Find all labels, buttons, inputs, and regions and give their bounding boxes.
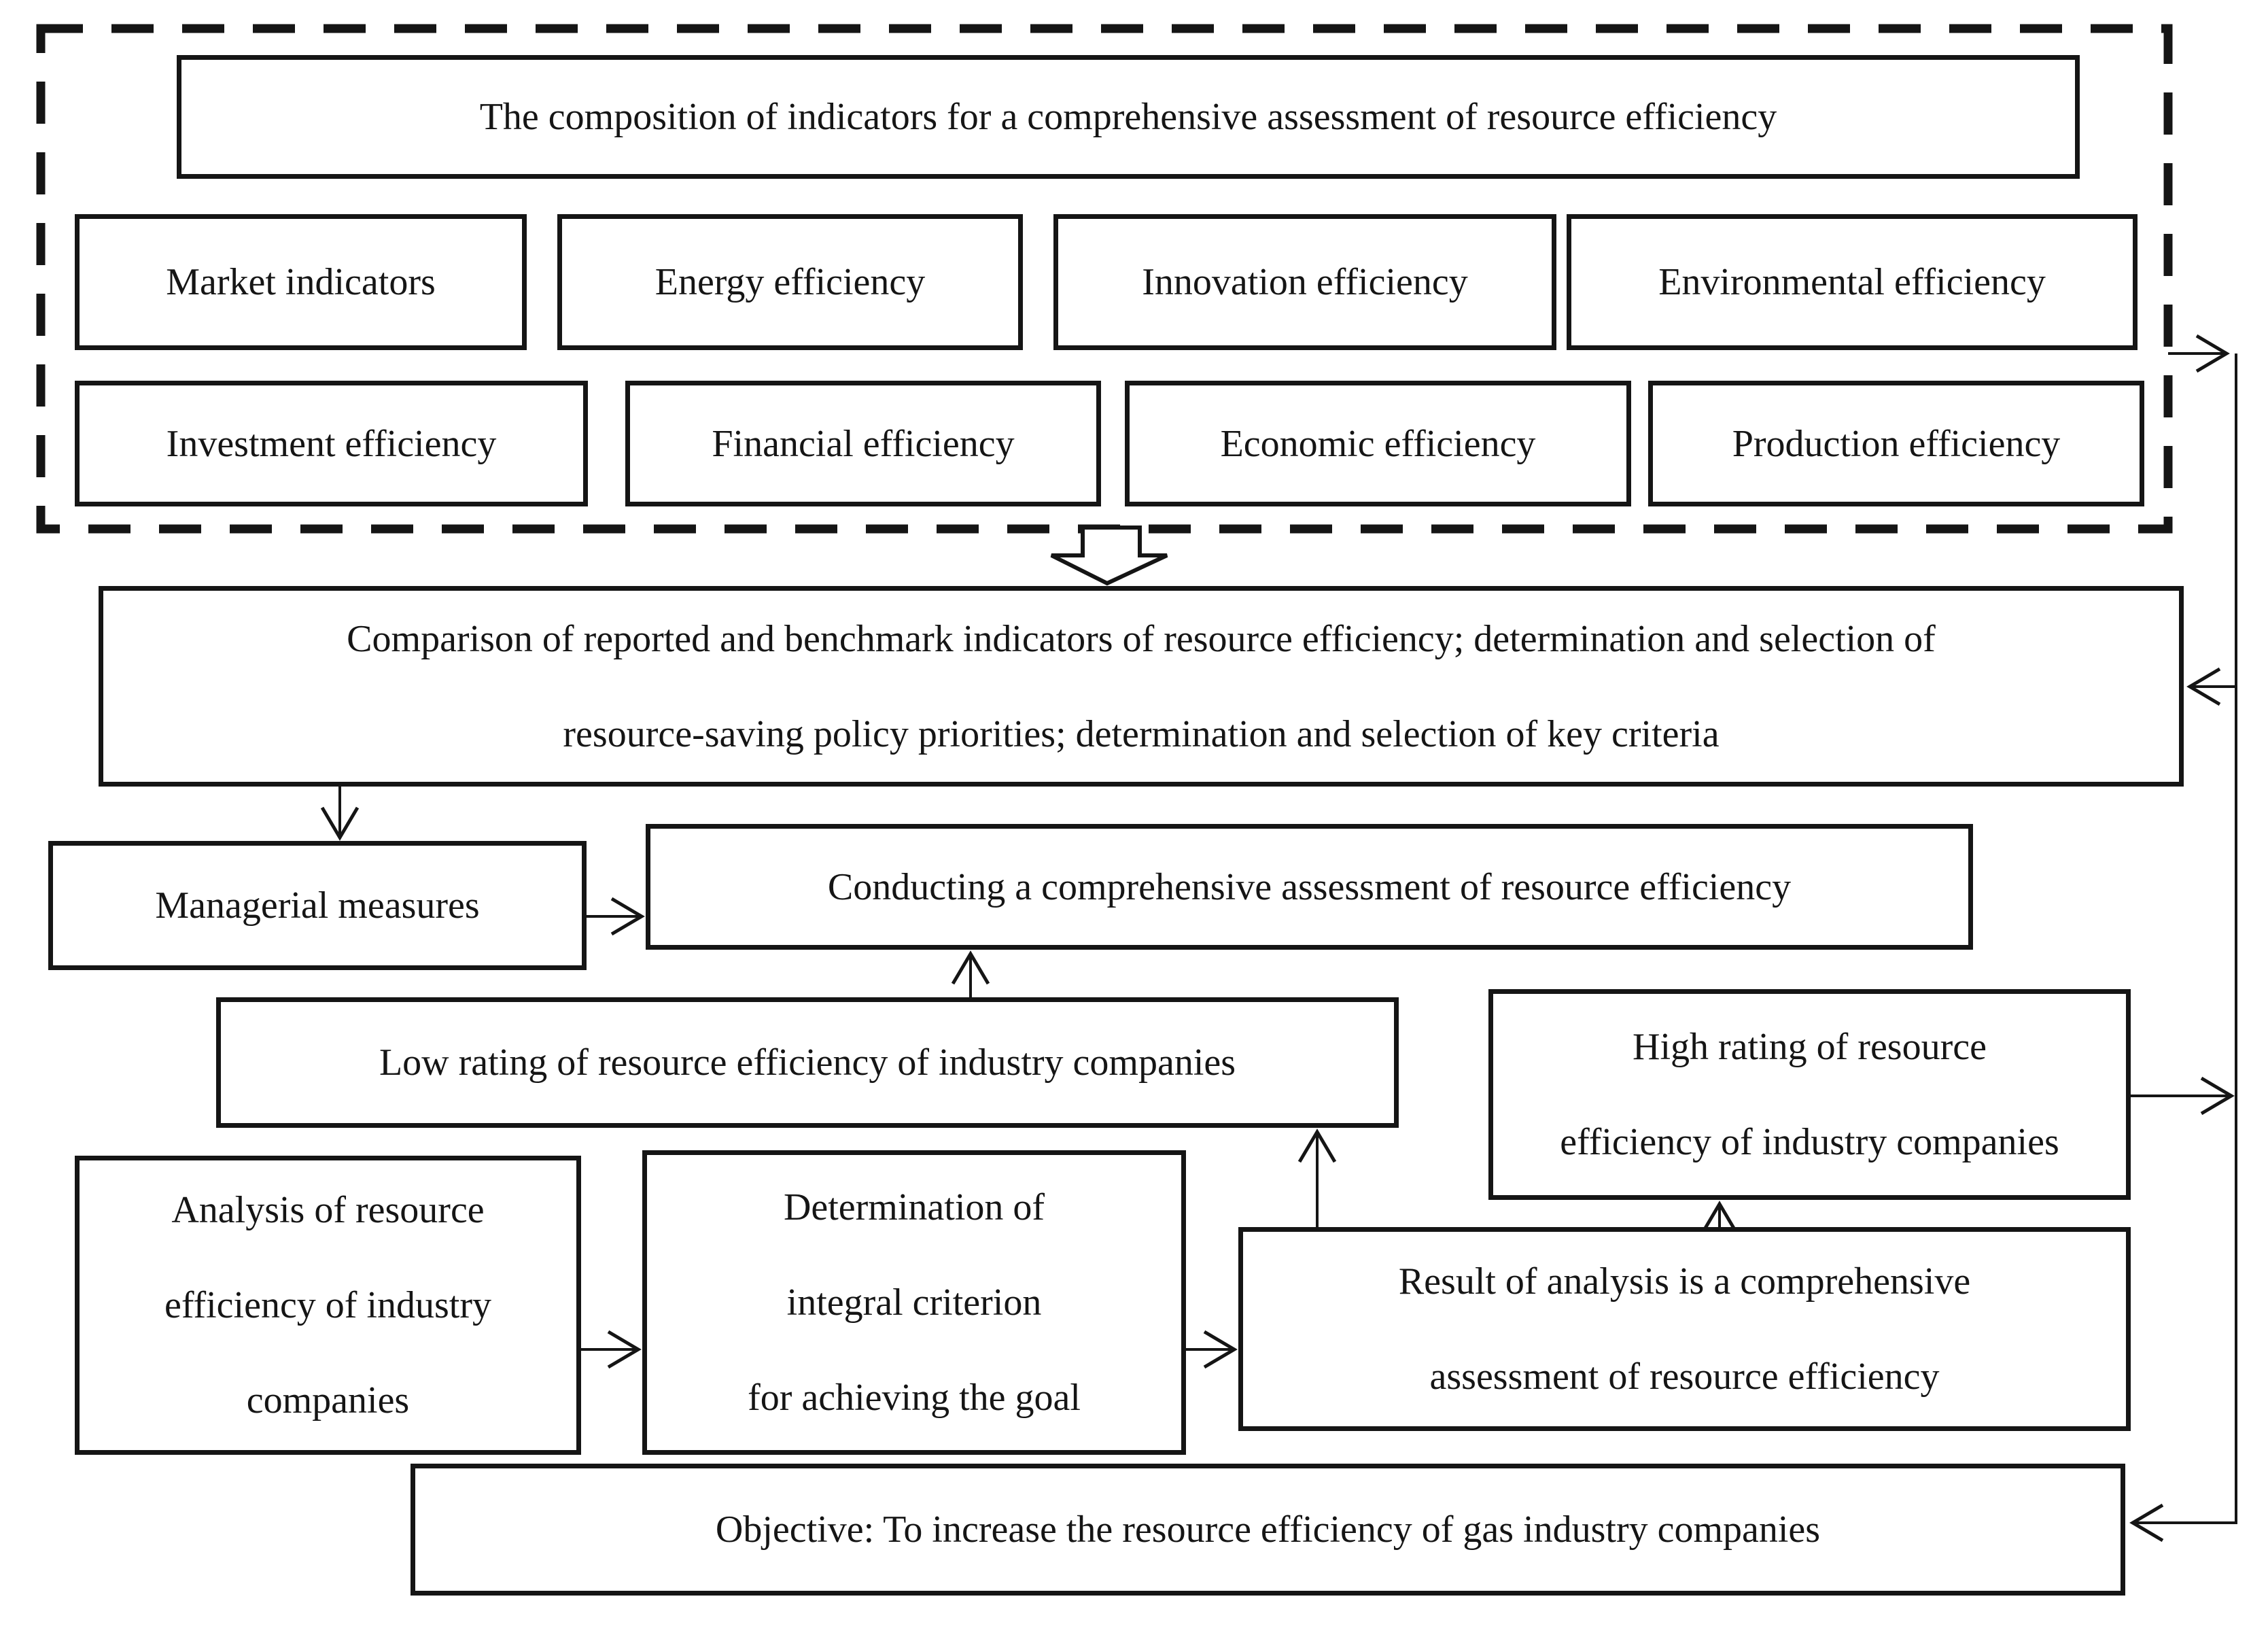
high-rating-text-line-2: efficiency of industry companies	[1560, 1121, 2059, 1163]
box-investment-efficiency: Investment efficiency	[75, 381, 588, 506]
box-managerial-measures: Managerial measures	[48, 841, 587, 970]
innovation-efficiency-text: Innovation efficiency	[1142, 261, 1468, 303]
investment-efficiency-text: Investment efficiency	[166, 422, 497, 465]
managerial-measures-text: Managerial measures	[155, 884, 480, 927]
composition-title-text: The composition of indicators for a comp…	[479, 96, 1777, 138]
market-indicators-text: Market indicators	[166, 261, 436, 303]
box-analysis: Analysis of resource efficiency of indus…	[75, 1156, 581, 1455]
comparison-text-line-2: resource-saving policy priorities; deter…	[563, 712, 1720, 755]
box-market-indicators: Market indicators	[75, 214, 527, 350]
determination-text-line-3: for achieving the goal	[748, 1377, 1081, 1419]
box-production-efficiency: Production efficiency	[1648, 381, 2144, 506]
box-environmental-efficiency: Environmental efficiency	[1567, 214, 2138, 350]
analysis-text-line-1: Analysis of resource	[171, 1189, 485, 1231]
connector-rail-to-objective	[2129, 354, 2237, 1543]
production-efficiency-text: Production efficiency	[1732, 422, 2061, 465]
box-result: Result of analysis is a comprehensive as…	[1238, 1227, 2131, 1431]
block-arrow-down-icon	[1050, 525, 1168, 586]
environmental-efficiency-text: Environmental efficiency	[1658, 261, 2046, 303]
objective-text: Objective: To increase the resource effi…	[715, 1509, 1821, 1551]
energy-efficiency-text: Energy efficiency	[655, 261, 926, 303]
box-financial-efficiency: Financial efficiency	[625, 381, 1101, 506]
economic-efficiency-text: Economic efficiency	[1220, 422, 1536, 465]
financial-efficiency-text: Financial efficiency	[712, 422, 1015, 465]
box-composition-title: The composition of indicators for a comp…	[177, 55, 2080, 179]
analysis-text-line-3: companies	[246, 1379, 410, 1421]
high-rating-text-line-1: High rating of resource	[1633, 1026, 1987, 1068]
box-conducting-assessment: Conducting a comprehensive assessment of…	[646, 824, 1973, 950]
result-text-line-2: assessment of resource efficiency	[1429, 1356, 1940, 1398]
result-text-line-1: Result of analysis is a comprehensive	[1398, 1260, 1971, 1303]
box-low-rating: Low rating of resource efficiency of ind…	[216, 997, 1399, 1128]
conducting-assessment-text: Conducting a comprehensive assessment of…	[827, 865, 1792, 908]
determination-text-line-1: Determination of	[783, 1186, 1045, 1228]
box-objective: Objective: To increase the resource effi…	[411, 1464, 2125, 1596]
box-innovation-efficiency: Innovation efficiency	[1053, 214, 1556, 350]
box-economic-efficiency: Economic efficiency	[1125, 381, 1631, 506]
determination-text-line-2: integral criterion	[786, 1281, 1042, 1324]
low-rating-text: Low rating of resource efficiency of ind…	[379, 1041, 1236, 1084]
box-high-rating: High rating of resource efficiency of in…	[1488, 989, 2131, 1200]
box-determination: Determination of integral criterion for …	[642, 1150, 1186, 1455]
box-energy-efficiency: Energy efficiency	[557, 214, 1023, 350]
analysis-text-line-2: efficiency of industry	[164, 1284, 492, 1326]
comparison-text-line-1: Comparison of reported and benchmark ind…	[347, 617, 1936, 660]
box-comparison: Comparison of reported and benchmark ind…	[99, 586, 2184, 787]
